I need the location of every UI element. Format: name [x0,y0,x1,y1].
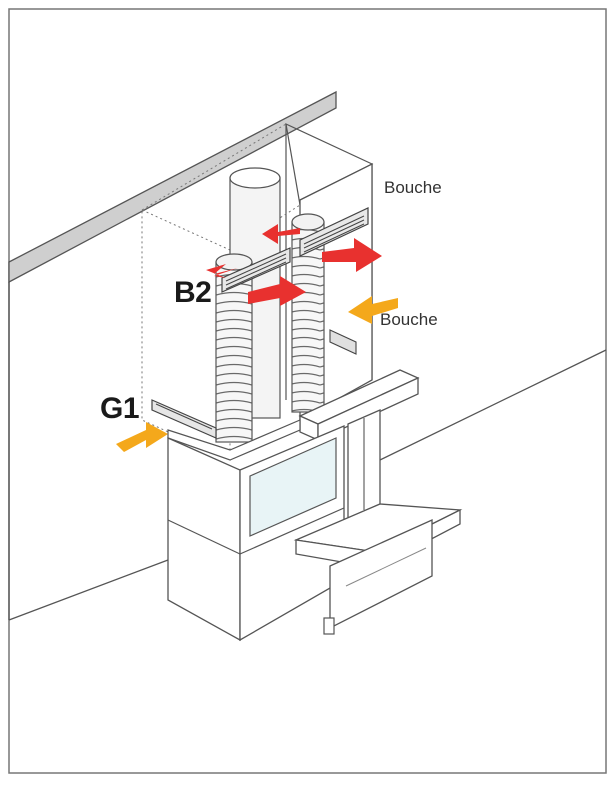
flexible-duct-right [291,213,325,413]
fresh-air-grille-right [329,329,357,355]
label-b2: B2 [174,276,212,309]
yellow-inflow-arrow-icon [348,296,398,324]
red-outflow-arrow-icon [262,224,300,244]
vent-grille-top [299,207,369,257]
label-bouche-top: Bouche [384,178,442,197]
red-outflow-arrow-icon [248,276,306,306]
fresh-air-arrows [116,296,398,452]
fireplace-firebox [167,419,345,642]
yellow-inflow-arrow-icon [116,422,168,452]
vent-grille-b2 [221,247,291,293]
wall-and-ceiling [8,90,607,621]
support-column [347,409,381,519]
fireplace-glass-door [249,437,337,537]
label-bouche-middle: Bouche [380,310,438,329]
hot-air-arrows [206,224,382,306]
red-outflow-arrow-icon [206,264,238,278]
red-outflow-arrow-icon [322,238,382,272]
label-g1: G1 [100,392,140,425]
side-bench [293,503,463,635]
fresh-air-grille-g1 [151,399,217,439]
